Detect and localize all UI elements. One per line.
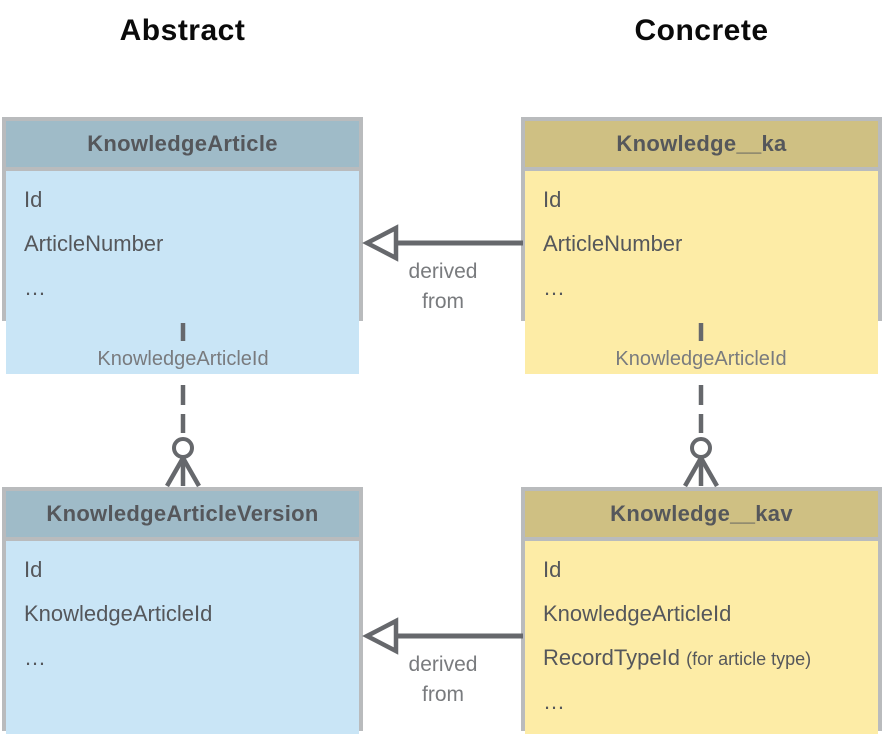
field-row-ellipsis: … <box>543 689 565 714</box>
field-row: ArticleNumber <box>24 231 164 256</box>
connector-label-left: KnowledgeArticleId <box>97 348 269 370</box>
derived-from-label-line2: from <box>422 683 464 706</box>
entity-knowledge-kav-fields: Id KnowledgeArticleId RecordTypeId (for … <box>525 541 878 734</box>
entity-knowledge-article: KnowledgeArticle Id ArticleNumber … <box>2 117 363 374</box>
entity-knowledge-article-version-title: KnowledgeArticleVersion <box>6 491 359 541</box>
derived-from-label-bottom: derived from <box>373 650 513 710</box>
relationship-connector-right <box>683 323 719 487</box>
derived-from-arrow-top <box>362 224 523 262</box>
field-row-ellipsis: … <box>543 275 565 300</box>
field-row: Id <box>24 557 43 582</box>
field-note: (for article type) <box>686 649 812 669</box>
entity-knowledge-article-title: KnowledgeArticle <box>6 121 359 171</box>
field-row: KnowledgeArticleId <box>24 601 213 626</box>
column-title-abstract: Abstract <box>119 14 246 47</box>
entity-knowledge-kav-title: Knowledge__kav <box>525 491 878 541</box>
field-row: KnowledgeArticleId <box>543 601 732 626</box>
entity-knowledge-ka: Knowledge__ka Id ArticleNumber … <box>521 117 882 374</box>
entity-knowledge-ka-title: Knowledge__ka <box>525 121 878 171</box>
entity-knowledge-kav: Knowledge__kav Id KnowledgeArticleId Rec… <box>521 487 882 734</box>
field-row: ArticleNumber <box>543 231 683 256</box>
derived-from-label-line1: derived <box>408 653 478 676</box>
field-row: Id <box>543 557 562 582</box>
field-row: RecordTypeId (for article type) <box>543 645 812 670</box>
derived-from-arrow-bottom <box>362 617 523 655</box>
column-title-concrete: Concrete <box>634 14 769 47</box>
entity-knowledge-article-version-fields: Id KnowledgeArticleId … <box>6 541 359 734</box>
field-row: Id <box>24 187 43 212</box>
derived-from-label-line1: derived <box>408 260 478 283</box>
field-row: Id <box>543 187 562 212</box>
relationship-connector-left <box>165 323 201 487</box>
field-row-ellipsis: … <box>24 275 46 300</box>
connector-label-right: KnowledgeArticleId <box>615 348 787 370</box>
derived-from-label-line2: from <box>422 290 464 313</box>
derived-from-label-top: derived from <box>373 257 513 317</box>
field-row-ellipsis: … <box>24 645 46 670</box>
entity-knowledge-article-version: KnowledgeArticleVersion Id KnowledgeArti… <box>2 487 363 734</box>
